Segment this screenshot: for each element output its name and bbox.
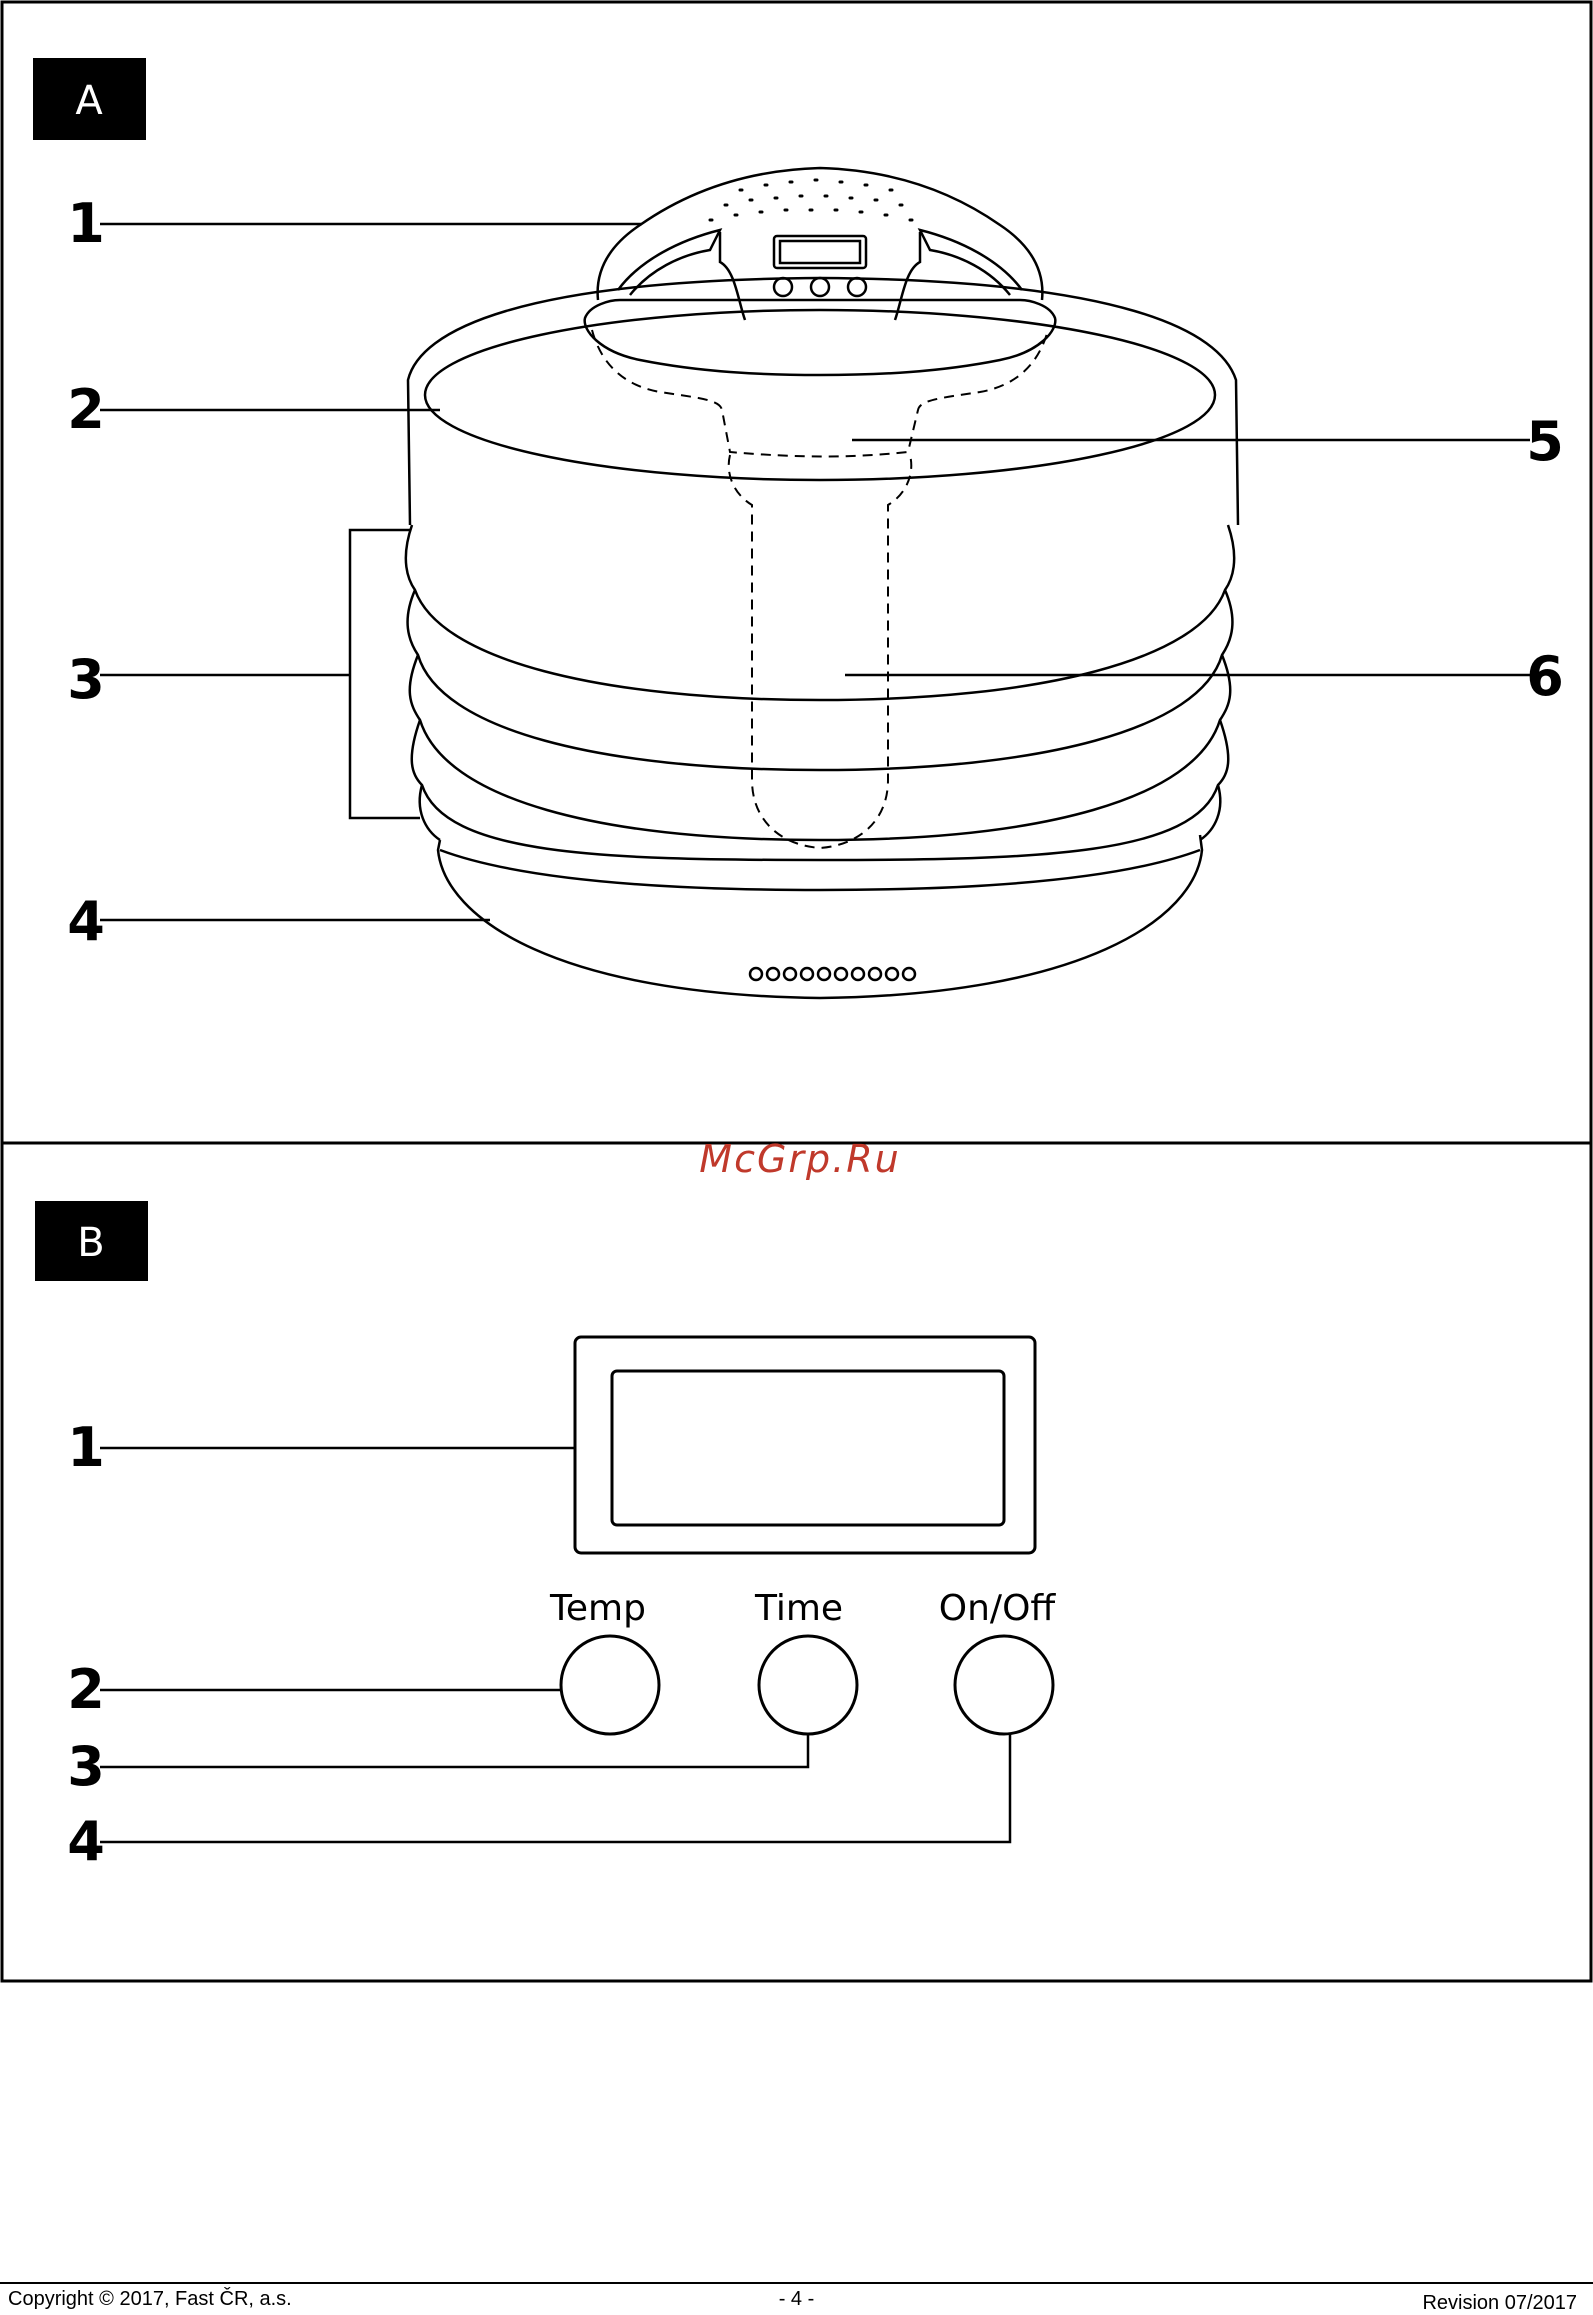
top-tray	[408, 278, 1238, 525]
page-footer: Copyright © 2017, Fast ČR, a.s. - 4 - Re…	[0, 2282, 1593, 2314]
watermark: McGrp.Ru	[699, 1137, 900, 1181]
callout-a-6: 6	[1526, 645, 1564, 708]
control-panel	[561, 1337, 1053, 1734]
display-frame	[575, 1337, 1035, 1553]
section-b-leaders	[100, 1448, 1010, 1842]
hidden-air-duct	[729, 455, 912, 848]
section-a-label: A	[33, 58, 146, 140]
drying-trays	[406, 525, 1234, 860]
lid-button-onoff	[848, 278, 866, 296]
display-screen	[612, 1371, 1004, 1525]
callout-a-1: 1	[67, 192, 105, 255]
panel-b-frame	[2, 1143, 1591, 1981]
section-b-label: B	[35, 1201, 148, 1281]
callout-a-3: 3	[67, 648, 105, 711]
callout-b-2: 2	[67, 1658, 105, 1721]
callout-a-2: 2	[67, 378, 105, 441]
hidden-fan-housing	[592, 330, 1048, 457]
onoff-label: On/Off	[939, 1588, 1057, 1629]
callout-a-4: 4	[67, 890, 105, 953]
lid-vent-dots	[710, 180, 912, 220]
section-b-letter: B	[77, 1220, 104, 1266]
footer-page-number: - 4 -	[0, 2288, 1593, 2311]
time-button	[759, 1636, 857, 1734]
lid-button-temp	[774, 278, 792, 296]
callout-a-5: 5	[1526, 410, 1564, 473]
temp-label: Temp	[549, 1588, 646, 1629]
tray-bracket	[350, 530, 420, 818]
section-a-letter: A	[75, 78, 103, 124]
temp-button	[561, 1636, 659, 1734]
base-vent-holes	[750, 968, 915, 980]
onoff-button	[955, 1636, 1053, 1734]
callout-b-3: 3	[67, 1735, 105, 1798]
callout-b-4: 4	[67, 1810, 105, 1873]
dehydrator-illustration	[406, 168, 1238, 998]
section-a-leaders	[100, 224, 1530, 920]
time-label: Time	[754, 1588, 843, 1629]
callout-b-1: 1	[67, 1416, 105, 1479]
lid-button-time	[811, 278, 829, 296]
lid	[585, 168, 1056, 375]
